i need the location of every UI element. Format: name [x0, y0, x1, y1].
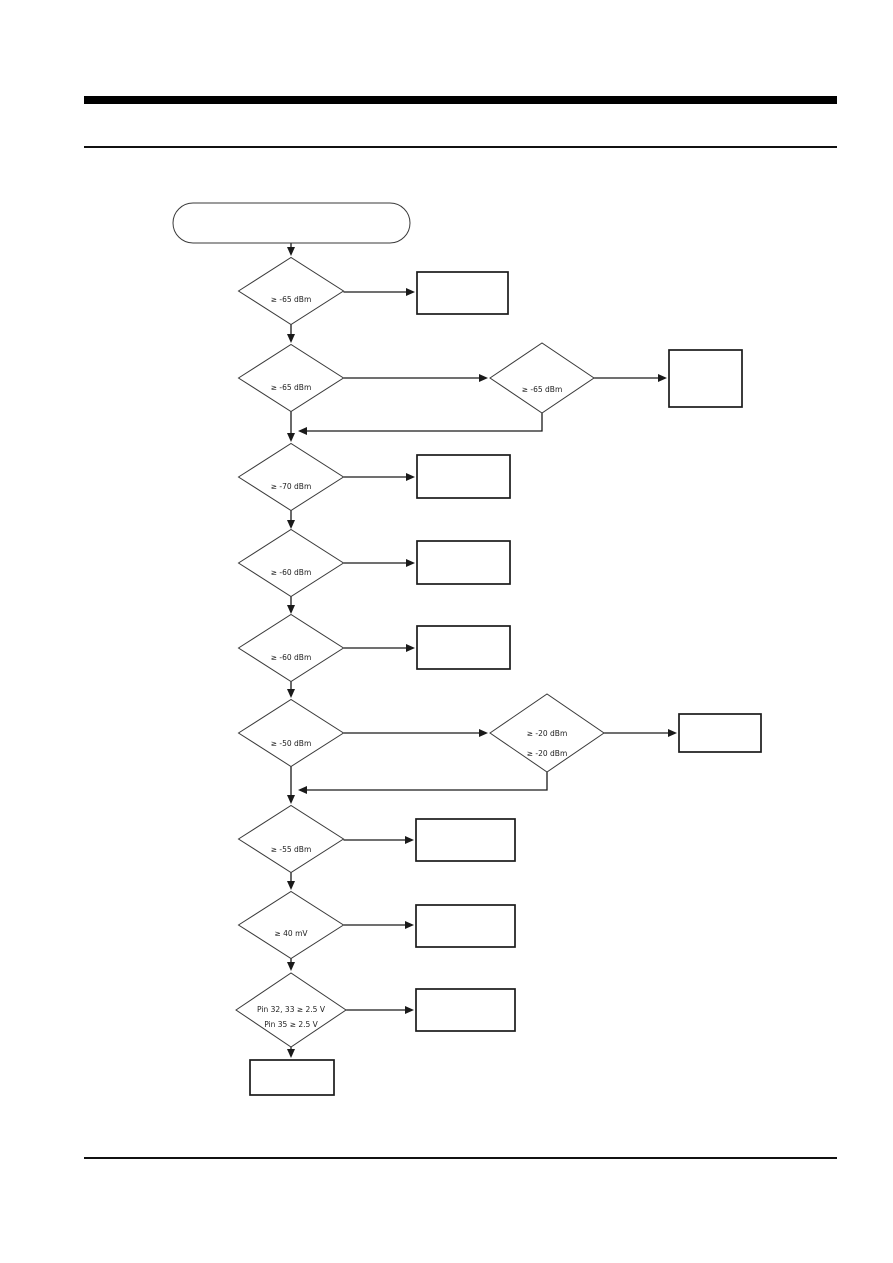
action-box-r1 — [416, 271, 509, 315]
action-box-r4 — [416, 540, 511, 585]
decision-d6-right-label-line2: ≥ -20 dBm — [527, 749, 568, 758]
decision-d3-label: ≥ -70 dBm — [271, 482, 312, 491]
action-box-r6 — [678, 713, 762, 753]
decision-d4 — [237, 528, 345, 598]
header-rule-thin — [84, 146, 837, 148]
header-rule-thick — [84, 96, 837, 104]
end-box — [249, 1059, 335, 1096]
decision-d4-label: ≥ -60 dBm — [271, 568, 312, 577]
decision-d5 — [237, 613, 345, 683]
decision-d5-label: ≥ -60 dBm — [271, 653, 312, 662]
decision-d6 — [237, 698, 345, 768]
decision-d2-label: ≥ -65 dBm — [271, 383, 312, 392]
decision-d2-right-label: ≥ -65 dBm — [522, 385, 563, 394]
decision-d9-label-line1: Pin 32, 33 ≥ 2.5 V — [257, 1005, 326, 1014]
action-box-r2 — [668, 349, 743, 408]
decision-d6-right-label-line1: ≥ -20 dBm — [527, 729, 568, 738]
decision-d1-label: ≥ -65 dBm — [271, 295, 312, 304]
action-box-r3 — [416, 454, 511, 499]
action-box-r5 — [416, 625, 511, 670]
connector-d6-right-return — [298, 772, 548, 794]
decision-d2 — [237, 343, 345, 413]
decision-d1 — [237, 256, 345, 326]
decision-d8-label: ≥ 40 mV — [274, 929, 308, 938]
action-box-r7 — [415, 818, 516, 862]
connectors — [287, 243, 677, 1058]
node-labels: ≥ -65 dBm ≥ -65 dBm ≥ -65 dBm ≥ -70 dBm … — [257, 295, 567, 1029]
decision-d7-label: ≥ -55 dBm — [271, 845, 312, 854]
decision-d9-label-line2: Pin 35 ≥ 2.5 V — [264, 1020, 318, 1029]
decision-d8 — [237, 890, 345, 960]
start-terminator — [172, 202, 411, 244]
decision-d6-label: ≥ -50 dBm — [271, 739, 312, 748]
decision-d7 — [237, 804, 345, 874]
decision-d3 — [237, 442, 345, 512]
footer-rule — [84, 1157, 837, 1159]
decision-d9 — [235, 972, 347, 1048]
decision-d6-right — [489, 693, 605, 773]
action-box-r8 — [415, 904, 516, 948]
action-box-r9 — [415, 988, 516, 1032]
nodes — [172, 202, 762, 1096]
decision-d2-right — [489, 342, 595, 414]
connector-d2-right-return — [298, 413, 543, 435]
